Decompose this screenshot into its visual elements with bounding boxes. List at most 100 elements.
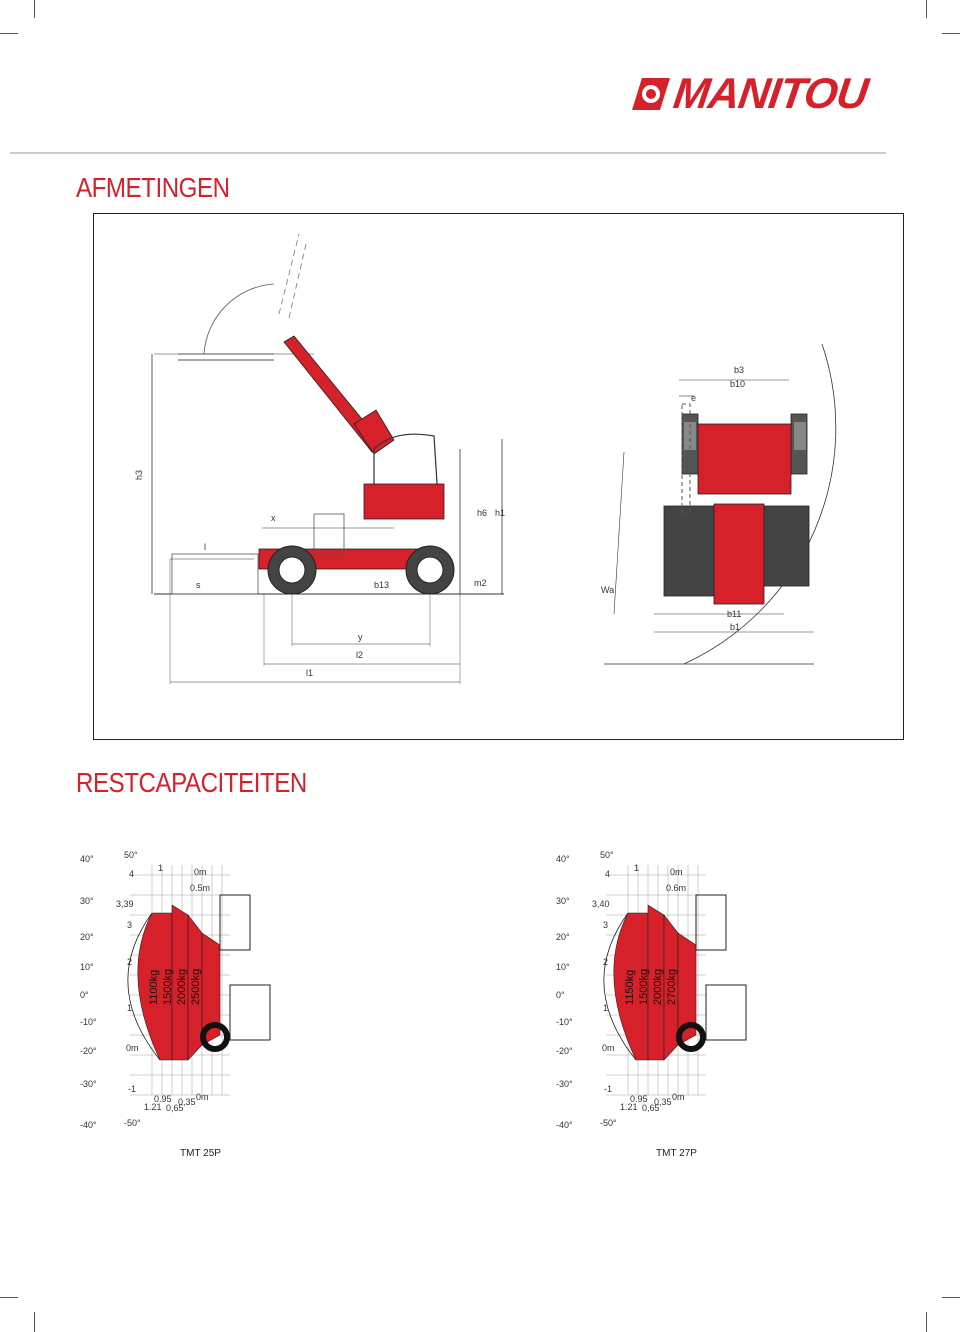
machine-drawing [151, 233, 837, 684]
angle-label: 10° [556, 962, 570, 972]
reach-envelope [127, 912, 161, 1061]
angle-label: 30° [556, 896, 570, 906]
dim-label-b11: b11 [727, 609, 742, 619]
manitou-emblem-icon [632, 78, 670, 110]
model-name: TMT 27P [656, 1148, 697, 1159]
height-label: 1 [127, 1003, 133, 1013]
load-zone [201, 932, 221, 1046]
reach-label: 1.21 [620, 1102, 638, 1112]
angle-label: 40° [556, 854, 570, 864]
dim-label-b10: b10 [730, 379, 746, 389]
crop-mark [942, 1297, 960, 1298]
crop-mark [942, 33, 960, 34]
angle-label: -50° [600, 1118, 617, 1128]
machine-outline [219, 894, 251, 951]
angle-label: -10° [80, 1017, 97, 1027]
dim-label-b13: b13 [374, 580, 390, 590]
load-capacity-label: 2700kg [666, 968, 678, 1005]
load-capacity-label: 2500kg [190, 968, 202, 1005]
machine-outline [705, 984, 747, 1041]
reach-envelope [603, 912, 637, 1061]
reach-label: 0m [194, 867, 207, 877]
angle-label: -10° [556, 1017, 573, 1027]
crop-mark [0, 1297, 18, 1298]
dim-label-l2: l2 [356, 650, 364, 660]
angle-label: 50° [600, 850, 614, 860]
reach-label: 0,65 [642, 1103, 660, 1113]
reach-label: 0m [196, 1092, 209, 1102]
max-reach-label: 3,39 [116, 899, 134, 909]
height-label: 3 [603, 920, 609, 930]
reach-label: 0.6m [666, 883, 687, 893]
load-zone [677, 932, 697, 1046]
reach-label: 0,65 [166, 1103, 184, 1113]
angle-label: 40° [80, 854, 94, 864]
dim-label-s: s [196, 580, 201, 590]
angle-label: -30° [556, 1079, 573, 1089]
reach-label: 0,35 [178, 1097, 196, 1107]
dim-label-h1: h1 [495, 508, 506, 518]
reach-label: 1 [634, 863, 640, 873]
load-capacity-label: 1500kg [638, 968, 650, 1005]
dim-label-y: y [358, 632, 363, 642]
reach-label: 0m [670, 867, 683, 877]
crop-mark [926, 0, 927, 18]
height-label: 1 [603, 1003, 609, 1013]
angle-label: -20° [80, 1046, 97, 1056]
reach-label: 0.95 [154, 1094, 172, 1104]
section-title-dimensions: AFMETINGEN [76, 172, 230, 203]
dim-label-e: e [691, 393, 697, 403]
load-capacity-label: 1150kg [624, 969, 636, 1005]
section-title-capacities: RESTCAPACITEITEN [76, 767, 307, 798]
dim-label-h3: h3 [134, 469, 145, 481]
model-name: TMT 25P [180, 1148, 221, 1159]
machine-outline [695, 894, 727, 951]
dim-label-m2: m2 [474, 578, 487, 588]
angle-label: 50° [124, 850, 138, 860]
angle-label: 10° [80, 962, 94, 972]
dim-label-b1: b1 [730, 622, 741, 632]
load-capacity-label: 1500kg [162, 968, 174, 1005]
height-label: 4 [129, 869, 135, 879]
machine-outline [229, 984, 271, 1041]
dim-label-l1: l1 [306, 668, 314, 678]
load-capacity-label: 2000kg [176, 968, 188, 1005]
dim-label-h6: h6 [477, 508, 488, 518]
angle-label: -30° [80, 1079, 97, 1089]
reach-label: 1 [158, 863, 164, 873]
crop-mark [0, 33, 18, 34]
reach-label: 0.5m [190, 883, 211, 893]
dim-label-x: x [271, 513, 276, 523]
wheel-icon [676, 1022, 706, 1052]
height-label: 0m [602, 1043, 615, 1053]
crop-mark [34, 1312, 35, 1332]
reach-label: 1.21 [144, 1102, 162, 1112]
load-capacity-label: 2000kg [652, 968, 664, 1005]
angle-label: -40° [80, 1120, 97, 1130]
load-chart-drawing [603, 865, 747, 1096]
height-label: 2 [603, 957, 609, 967]
crop-mark [34, 0, 35, 18]
reach-label: 0.95 [630, 1094, 648, 1104]
dimensions-diagram: h3 x l h6 h1 s b13 m2 y l2 l1 b3 b10 e W… [93, 213, 904, 740]
load-chart-drawing [127, 865, 271, 1096]
angle-label: 20° [556, 932, 570, 942]
dim-label-b3: b3 [734, 365, 745, 375]
angle-label: 30° [80, 896, 94, 906]
dim-label-wa: Wa [601, 585, 615, 595]
crop-mark [926, 1312, 927, 1332]
angle-label: -40° [556, 1120, 573, 1130]
height-label: 2 [127, 957, 133, 967]
load-capacity-label: 1100kg [148, 969, 160, 1005]
max-reach-label: 3,40 [592, 899, 610, 909]
angle-label: 20° [80, 932, 94, 942]
reach-label: 0,35 [654, 1097, 672, 1107]
reach-label: 0m [672, 1092, 685, 1102]
dim-label-l: l [204, 542, 206, 552]
header-divider [10, 152, 886, 154]
angle-label: 0° [556, 990, 565, 1000]
height-label: -1 [604, 1084, 613, 1094]
brand-name: MANITOU [670, 70, 871, 118]
